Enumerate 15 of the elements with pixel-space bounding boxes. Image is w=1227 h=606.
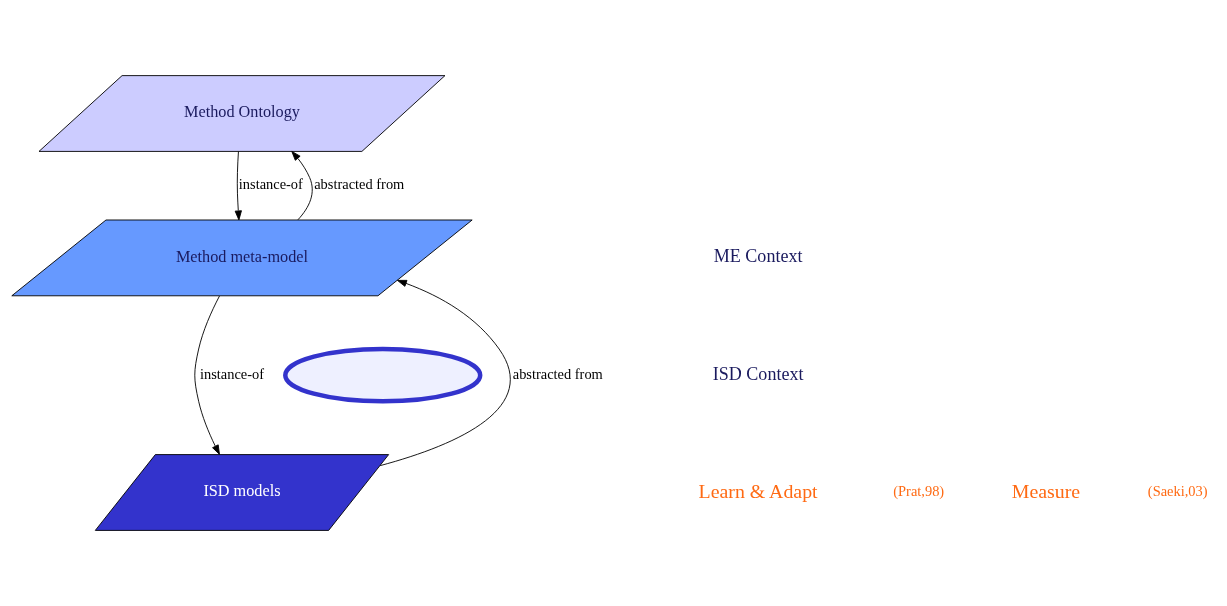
label: (Saeki,03) xyxy=(1147,482,1208,499)
label: Learn & Adapt xyxy=(698,479,818,502)
node-ellipse xyxy=(283,346,483,404)
edge-label: instance-of xyxy=(238,176,303,193)
label: ME Context xyxy=(713,246,803,267)
label: (Prat,98) xyxy=(893,482,945,499)
arrow xyxy=(379,279,511,467)
label: ISD Context xyxy=(712,363,804,384)
label: Measure xyxy=(1011,479,1081,502)
edge-label: instance-of xyxy=(200,365,265,382)
arrow xyxy=(234,151,242,221)
arrow xyxy=(291,150,313,221)
edge-label: abstracted from xyxy=(314,176,405,193)
edge-label: abstracted from xyxy=(512,365,603,382)
arrow xyxy=(194,295,220,455)
